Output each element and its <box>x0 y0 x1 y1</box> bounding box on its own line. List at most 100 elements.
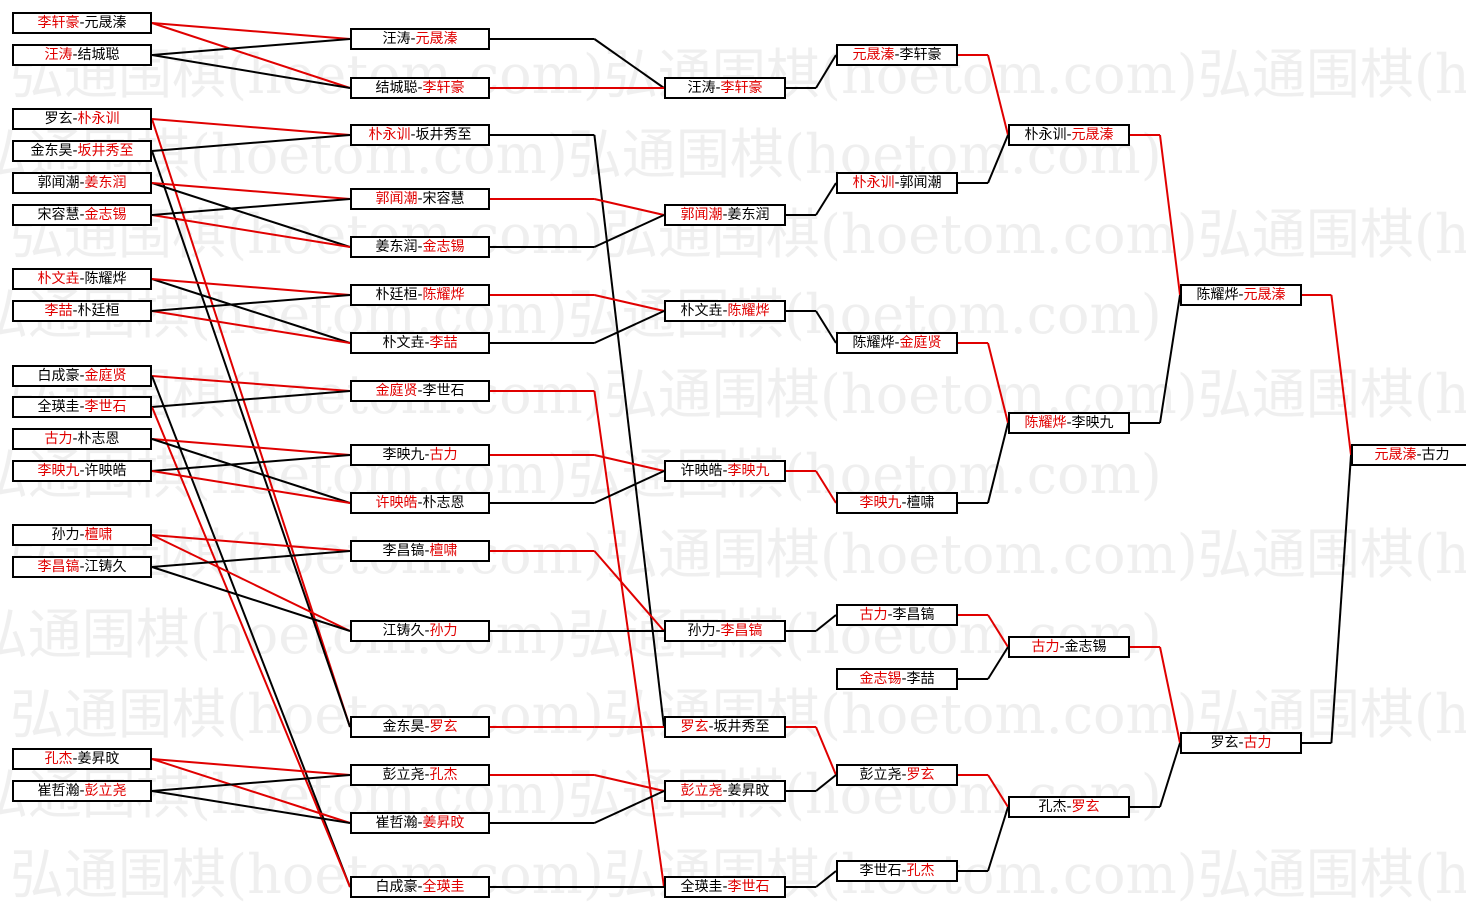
player-name: 结城聪 <box>375 80 418 96</box>
bracket-line <box>151 182 351 248</box>
match-r1-8: 李喆-朴廷桓 <box>12 300 152 322</box>
bracket-line <box>151 390 351 408</box>
player-name: 金志锡 <box>1064 639 1107 655</box>
bracket-line <box>815 310 837 344</box>
player-name: 郭闻潮 <box>37 175 80 191</box>
match-r1-2: 汪涛-结城聪 <box>12 44 152 66</box>
winner-name: 朴永训 <box>852 175 895 191</box>
player-name: 陈耀烨 <box>84 271 127 287</box>
bracket-line <box>593 470 665 504</box>
bracket-line <box>151 182 351 200</box>
match-r3-5: 孙力-李昌镐 <box>664 620 786 642</box>
bracket-line <box>151 406 351 888</box>
bracket-line <box>151 310 351 344</box>
bracket-line <box>593 38 665 89</box>
bracket-line <box>1330 454 1352 744</box>
bracket-line <box>594 774 665 792</box>
match-r3-2: 郭闻潮-姜东润 <box>664 204 786 226</box>
player-name: 坂井秀至 <box>415 127 472 143</box>
winner-name: 罗玄 <box>429 719 458 735</box>
bracket-line <box>151 278 351 344</box>
bracket-line <box>594 454 665 472</box>
winner-name: 檀啸 <box>429 543 458 559</box>
bracket-line <box>815 870 837 888</box>
bracket-line <box>151 470 351 504</box>
winner-name: 许映皓 <box>375 495 418 511</box>
bracket-line <box>151 375 351 392</box>
match-r7-1: 元晟溱-古力 <box>1351 444 1466 466</box>
player-name: 江铸久 <box>382 623 425 639</box>
match-r1-16: 崔哲瀚-彭立尧 <box>12 780 152 802</box>
winner-name: 古力 <box>859 607 888 623</box>
bracket-line <box>151 534 351 552</box>
player-name: 李轩豪 <box>899 47 942 63</box>
winner-name: 李世石 <box>84 399 127 415</box>
player-name: 李映九 <box>1071 415 1114 431</box>
player-name: 朴永训 <box>1024 127 1067 143</box>
bracket-line <box>987 774 1009 808</box>
player-name: 宋容慧 <box>422 191 465 207</box>
player-name: 彭立尧 <box>859 767 902 783</box>
bracket-line <box>151 22 351 40</box>
bracket-line <box>151 118 351 136</box>
bracket-line <box>815 54 837 89</box>
winner-name: 姜昇旼 <box>422 815 465 831</box>
bracket-line <box>987 134 1009 184</box>
player-name: 朴廷桓 <box>77 303 120 319</box>
bracket-line <box>1159 134 1181 296</box>
match-r2-7: 朴文垚-李喆 <box>350 332 490 354</box>
bracket-line <box>593 214 665 248</box>
winner-name: 朴永训 <box>77 111 120 127</box>
bracket-line <box>151 150 351 728</box>
bracket-line <box>151 278 351 296</box>
player-name: 结城聪 <box>77 47 120 63</box>
player-name: 李喆 <box>906 671 935 687</box>
match-r2-15: 崔哲瀚-姜昇旼 <box>350 812 490 834</box>
bracket-line <box>151 134 351 152</box>
match-r1-14: 李昌镐-江铸久 <box>12 556 152 578</box>
match-r1-11: 古力-朴志恩 <box>12 428 152 450</box>
winner-name: 孙力 <box>429 623 458 639</box>
bracket-line <box>987 54 1009 136</box>
winner-name: 李世石 <box>727 879 770 895</box>
match-r5-3: 古力-金志锡 <box>1008 636 1130 658</box>
match-r3-3: 朴文垚-陈耀烨 <box>664 300 786 322</box>
winner-name: 古力 <box>1243 735 1272 751</box>
bracket-line <box>151 758 351 776</box>
match-r2-8: 金庭贤-李世石 <box>350 380 490 402</box>
match-r4-5: 古力-李昌镐 <box>836 604 958 626</box>
match-r2-13: 金东昊-罗玄 <box>350 716 490 738</box>
player-name: 崔哲瀚 <box>37 783 80 799</box>
winner-name: 李轩豪 <box>37 15 80 31</box>
match-r4-8: 李世石-孔杰 <box>836 860 958 882</box>
player-name: 郭闻潮 <box>899 175 942 191</box>
bracket-line <box>987 646 1009 680</box>
winner-name: 李映九 <box>859 495 902 511</box>
bracket-line <box>815 726 837 776</box>
match-r2-5: 姜东润-金志锡 <box>350 236 490 258</box>
winner-name: 坂井秀至 <box>77 143 134 159</box>
match-r3-1: 汪涛-李轩豪 <box>664 77 786 99</box>
winner-name: 罗玄 <box>1071 799 1100 815</box>
bracket-line <box>151 438 351 504</box>
match-r3-7: 彭立尧-姜昇旼 <box>664 780 786 802</box>
winner-name: 罗玄 <box>906 767 935 783</box>
winner-name: 李映九 <box>37 463 80 479</box>
match-r5-1: 朴永训-元晟溱 <box>1008 124 1130 146</box>
player-name: 孙力 <box>51 527 80 543</box>
player-name: 李映九 <box>382 447 425 463</box>
match-r2-6: 朴廷桓-陈耀烨 <box>350 284 490 306</box>
winner-name: 金庭贤 <box>899 335 942 351</box>
match-r1-9: 白成豪-金庭贤 <box>12 365 152 387</box>
player-name: 全瑛圭 <box>680 879 723 895</box>
match-r1-15: 孔杰-姜昇旼 <box>12 748 152 770</box>
match-r2-14: 彭立尧-孔杰 <box>350 764 490 786</box>
player-name: 许映皓 <box>680 463 723 479</box>
winner-name: 罗玄 <box>680 719 709 735</box>
winner-name: 金志锡 <box>84 207 127 223</box>
bracket-line <box>151 54 351 89</box>
bracket-line <box>151 22 351 89</box>
match-r4-6: 金志锡-李喆 <box>836 668 958 690</box>
bracket-line <box>151 118 351 728</box>
